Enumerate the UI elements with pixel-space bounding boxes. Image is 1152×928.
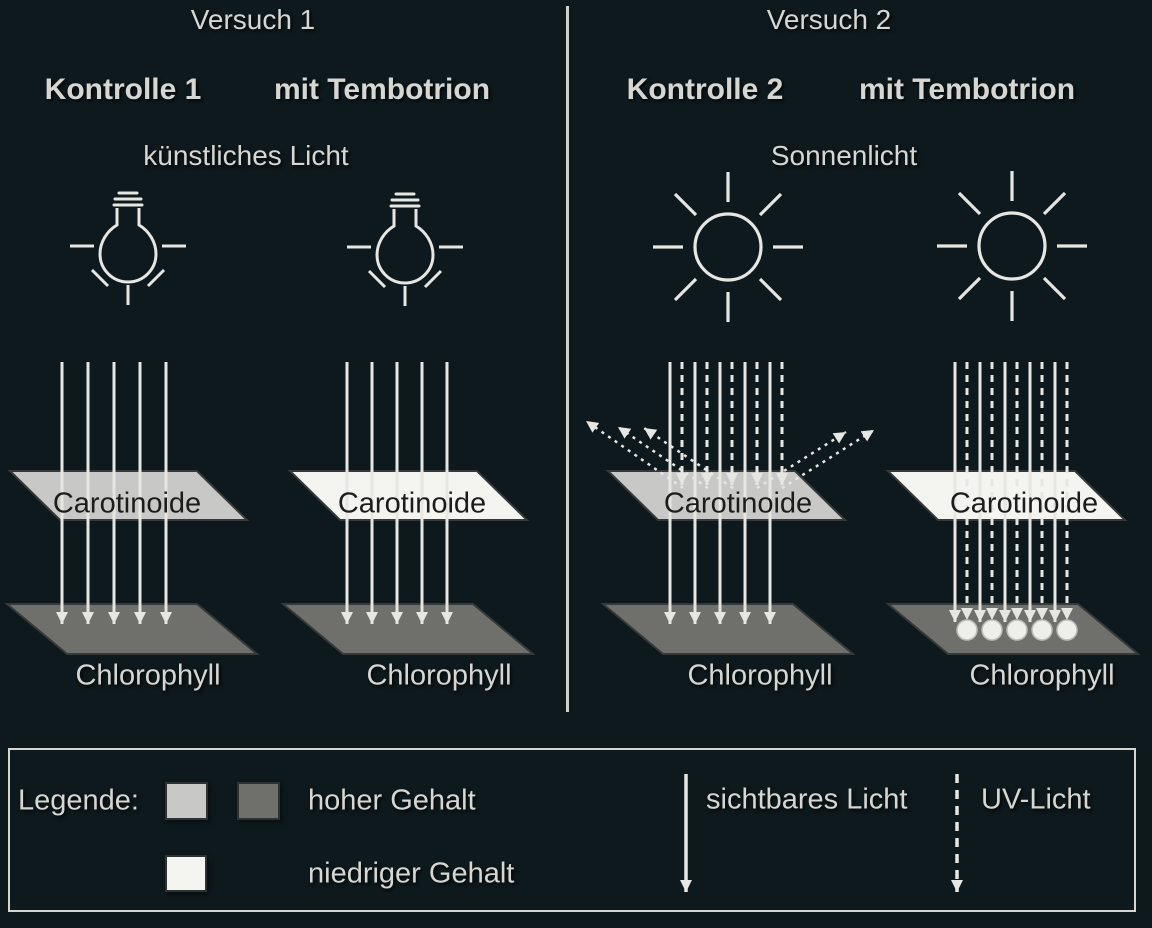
column-header-kontrolle2: Kontrolle 2 bbox=[626, 73, 784, 106]
chlorophyll-label: Chlorophyll bbox=[75, 659, 221, 692]
experiment-divider bbox=[566, 6, 569, 712]
carotinoide-layer-kontrolle1 bbox=[7, 470, 250, 521]
column-header-kontrolle1: Kontrolle 1 bbox=[44, 73, 202, 106]
legend-swatch-high-light-gray bbox=[165, 782, 208, 820]
versuch1-title: Versuch 1 bbox=[190, 4, 316, 35]
chlorophyll-layer-tembotrion1 bbox=[280, 603, 536, 655]
chlorophyll-label: Chlorophyll bbox=[687, 659, 833, 692]
uv-light-rays-kontrolle2 bbox=[676, 362, 788, 485]
legend-label-visible-light: sichtbares Licht bbox=[706, 783, 908, 816]
chlorophyll-label: Chlorophyll bbox=[969, 659, 1115, 692]
light-source-label-versuch2: Sonnenlicht bbox=[770, 140, 918, 171]
column-header-tembotrion1: mit Tembotrion bbox=[273, 73, 491, 106]
chlorophyll-layer-kontrolle2 bbox=[600, 603, 856, 655]
legend-label-low-content: niedriger Gehalt bbox=[308, 857, 515, 890]
sun-icon bbox=[935, 169, 1089, 323]
sun-icon bbox=[651, 170, 805, 324]
uv-reflected-rays-kontrolle2 bbox=[585, 419, 875, 490]
chlorophyll-label: Chlorophyll bbox=[366, 659, 512, 692]
legend-swatch-low-white bbox=[165, 855, 207, 892]
legend-title: Legende: bbox=[18, 784, 139, 817]
visible-light-rays-tembotrion2 bbox=[949, 362, 1061, 622]
versuch2-title: Versuch 2 bbox=[766, 4, 892, 35]
legend-label-uv-light: UV-Licht bbox=[981, 783, 1091, 816]
lightbulb-icon bbox=[345, 192, 465, 308]
carotinoide-label: Carotinoide bbox=[949, 487, 1099, 520]
carotinoide-label: Carotinoide bbox=[52, 487, 202, 520]
legend-swatch-high-dark-gray bbox=[237, 782, 280, 820]
lightbulb-icon bbox=[68, 191, 188, 307]
carotinoide-layer-tembotrion1 bbox=[287, 470, 530, 521]
visible-light-rays-tembotrion1 bbox=[341, 362, 453, 624]
uv-light-rays-tembotrion2 bbox=[961, 362, 1073, 620]
visible-light-rays-kontrolle1 bbox=[56, 362, 172, 624]
light-source-label-versuch1: künstliches Licht bbox=[143, 140, 349, 171]
legend-box bbox=[8, 748, 1136, 912]
carotinoide-label: Carotinoide bbox=[663, 487, 813, 520]
visible-light-rays-kontrolle2 bbox=[664, 362, 776, 624]
legend-label-high-content: hoher Gehalt bbox=[308, 784, 476, 817]
carotinoide-label: Carotinoide bbox=[337, 487, 487, 520]
chlorophyll-damage-dots bbox=[956, 619, 1078, 641]
column-header-tembotrion2: mit Tembotrion bbox=[858, 73, 1076, 106]
chlorophyll-layer-kontrolle1 bbox=[4, 603, 260, 655]
